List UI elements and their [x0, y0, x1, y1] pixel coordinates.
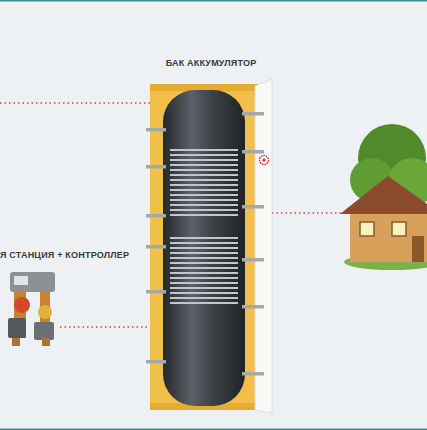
house-illustration: [340, 124, 427, 270]
node-label: БАК АККУМУЛЯТОР: [150, 58, 272, 69]
display: [14, 276, 28, 285]
tank-node: БАК АККУМУЛЯТОР: [150, 58, 272, 410]
cover-panel: [255, 79, 272, 413]
leader-line: [272, 212, 346, 213]
bottom-rule: [0, 429, 427, 430]
pipe-stubs: [146, 112, 264, 376]
leader-line: [0, 102, 150, 103]
window: [360, 222, 374, 236]
door: [412, 236, 424, 262]
upper-coil: [170, 150, 238, 215]
tank-illustration: [146, 79, 272, 413]
valve: [38, 305, 52, 319]
station-node: Я СТАНЦИЯ + КОНТРОЛЛЕР: [0, 250, 60, 345]
dotted-connector: [60, 326, 150, 327]
top-rule: [0, 0, 427, 2]
insulation-top: [150, 84, 258, 91]
lower-coil: [170, 238, 238, 303]
tank-body: [163, 90, 245, 406]
house-wall: [350, 210, 427, 262]
window: [392, 222, 406, 236]
pump-motor: [8, 318, 26, 338]
pump: [14, 297, 30, 313]
controller: [10, 272, 55, 292]
node-label: Я СТАНЦИЯ + КОНТРОЛЛЕР: [0, 250, 60, 261]
pump-station-illustration: [8, 272, 55, 346]
roof: [340, 176, 427, 214]
insulation: [150, 84, 258, 410]
brand-logo: [260, 156, 269, 165]
manifold: [34, 322, 54, 340]
